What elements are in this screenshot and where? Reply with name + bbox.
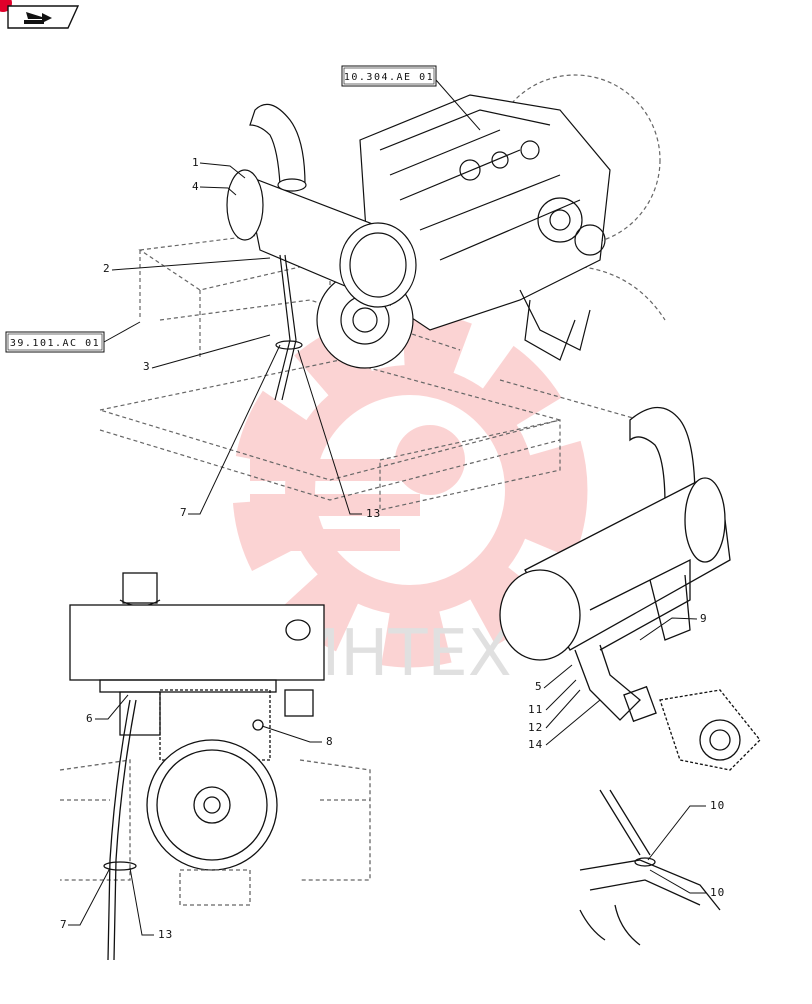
leader-line-c2 <box>111 257 271 271</box>
watermark: ИНТЕХ <box>232 312 588 691</box>
front-view-illustration <box>59 572 371 961</box>
leader-line-c10a <box>647 805 706 861</box>
callout-c13a: 13 <box>366 507 381 520</box>
engine-top-illustration <box>99 74 666 511</box>
leader-line-c9 <box>639 617 698 641</box>
reference-text: 39.101.AC 01 <box>10 338 100 349</box>
leader-line-c6 <box>95 694 129 720</box>
callout-c8: 8 <box>326 735 334 748</box>
callout-c10b: 10 <box>710 886 725 899</box>
reference-text: 10.304.AE 01 <box>344 72 434 83</box>
leader-line-c7a <box>188 344 281 515</box>
nav-back-button[interactable] <box>0 0 80 29</box>
leader-line-c13a <box>297 349 362 515</box>
reference-box-ref-top[interactable]: 10.304.AE 01 <box>341 65 481 131</box>
leader-line-c7b <box>68 867 111 926</box>
leader-line-c1 <box>199 162 246 179</box>
muffler-detail-illustration <box>499 407 761 771</box>
callout-leaders <box>68 162 706 936</box>
leader-line-c4 <box>199 186 237 196</box>
callout-c12: 12 <box>528 721 543 734</box>
reference-boxes: 10.304.AE 01 39.101.AC 01 <box>5 65 481 353</box>
callout-c3: 3 <box>143 360 151 373</box>
gear-logo-icon <box>232 312 588 668</box>
callout-c6: 6 <box>86 712 94 725</box>
reference-box-ref-left[interactable]: 39.101.AC 01 <box>5 321 141 353</box>
leader-line-c13b <box>129 867 154 936</box>
callout-c5: 5 <box>535 680 543 693</box>
callout-c9: 9 <box>700 612 708 625</box>
callout-c2: 2 <box>103 262 111 275</box>
leader-line-c11 <box>545 679 577 711</box>
leader-line-c14 <box>545 699 601 746</box>
callout-c4: 4 <box>192 180 200 193</box>
callout-c1: 1 <box>192 156 200 169</box>
callout-c13b: 13 <box>158 928 173 941</box>
back-arrow-icon <box>24 12 52 24</box>
callout-c11: 11 <box>528 703 543 716</box>
leader-line-c10b <box>649 869 706 894</box>
callout-c14: 14 <box>528 738 543 751</box>
leader-line-c8 <box>261 725 322 743</box>
callout-c10a: 10 <box>710 799 725 812</box>
callout-c7a: 7 <box>180 506 188 519</box>
watermark-text: ИНТЕХ <box>292 617 511 691</box>
leader-line-c12 <box>545 689 581 729</box>
leader-line-c3 <box>151 334 271 369</box>
leader-line-c5 <box>543 664 573 689</box>
clip-detail-illustration <box>579 789 721 946</box>
callout-c7b: 7 <box>60 918 68 931</box>
